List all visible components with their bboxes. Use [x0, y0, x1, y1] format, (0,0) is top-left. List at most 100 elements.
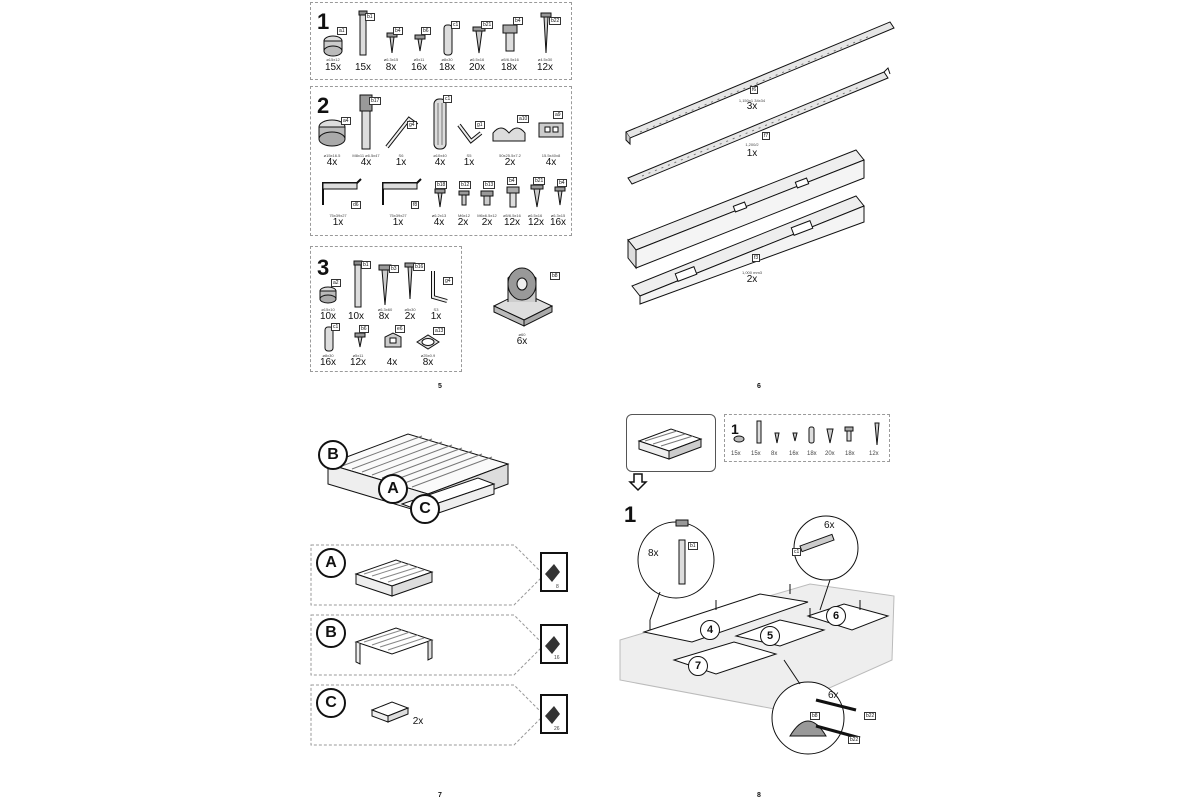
dowel-icon: [324, 326, 334, 352]
part-tag: f8: [411, 201, 420, 209]
context-box: [626, 414, 716, 472]
part-tag: g4: [443, 277, 453, 285]
callout-qty: 8x: [648, 548, 659, 559]
callout-qty: 6x: [828, 690, 839, 701]
page-ref: 16: [554, 655, 560, 661]
part-tag: b3: [389, 265, 399, 273]
part-qty: 1x: [392, 217, 404, 228]
part-tag: b8: [550, 272, 560, 280]
bracket-icon: [492, 127, 526, 142]
cam-lock-icon: [323, 35, 343, 57]
part-dim: ø4.5x30: [537, 57, 553, 62]
part-dim: 15.5x40x8: [541, 153, 561, 158]
angle-bracket-icon: [382, 178, 422, 205]
part-dim: 75x39x27: [389, 213, 407, 218]
part-qty: 15x: [354, 62, 372, 73]
angle-rail-icon: [627, 67, 891, 185]
part-dim: M8x11 ø6.5x47: [352, 153, 380, 158]
part-dim: S6: [398, 153, 404, 158]
part-qty: 18x: [500, 62, 518, 73]
part-tag: g1: [475, 121, 485, 129]
part-qty: 16x: [319, 357, 337, 368]
hardware-panel-2: 2 a4 ø15x16.5 4x b17 M8x11 ø6.5x47 4x g4…: [310, 86, 572, 236]
part-qty: 20x: [468, 62, 486, 73]
part-dim: ø5/6.5x16: [503, 213, 521, 218]
bed-frame-icon: [354, 559, 434, 597]
part-qty: 2x: [457, 217, 469, 228]
angle-rail-icon: [625, 21, 895, 146]
part-dim: S5: [466, 153, 472, 158]
option-qty: 2x: [412, 716, 424, 727]
step-number: 2: [317, 93, 330, 118]
part-qty: 1x: [430, 311, 442, 322]
part-tag: d6: [351, 201, 361, 209]
allen-key-icon: [385, 116, 419, 149]
screw-icon: [458, 190, 470, 206]
hardware-panel-1: 1 a1 ø15x12 15x b1 15x b4 ø6.3x15 8x b6 …: [310, 2, 572, 80]
bracket-connector-icon: [384, 332, 402, 348]
caster-wheel-icon: [492, 267, 554, 327]
part-dim: 1,000 mm3: [741, 270, 762, 275]
part-qty: 2x: [504, 157, 516, 168]
part-qty: 2x: [481, 217, 493, 228]
page-ref-icon: [540, 694, 568, 734]
step-number: 1: [624, 502, 637, 527]
part-qty: 8x: [385, 62, 397, 73]
part-qty: 4x: [433, 217, 445, 228]
mini-qty: 8x: [771, 451, 778, 457]
option-arrow-panel: [310, 684, 545, 746]
part-qty: 12x: [503, 217, 521, 228]
part-qty: 2x: [746, 274, 758, 285]
long-screw-icon: [540, 12, 552, 54]
part-tag: b22: [848, 736, 861, 744]
part-dim: ø15x10: [321, 307, 335, 312]
part-qty: 2x: [404, 311, 416, 322]
bolt-icon: [358, 10, 368, 56]
callout-a: A: [378, 474, 408, 504]
screw-icon: [472, 26, 486, 54]
part-dim: 1,200/2: [745, 142, 759, 147]
part-tag: a13: [433, 327, 446, 335]
part-tag: a2: [331, 279, 341, 287]
screw-icon: [414, 34, 426, 52]
part-tag: c1: [443, 95, 453, 103]
part-tag: c1: [792, 548, 802, 556]
part-qty: 1x: [463, 157, 475, 168]
step-number: 3: [317, 255, 330, 280]
page-ref: 26: [554, 726, 560, 732]
arrow-down-icon: [628, 473, 648, 492]
part-dim: ø5x30: [404, 307, 416, 312]
bed-frame-icon: [354, 627, 434, 665]
part-tag: b6: [421, 27, 431, 35]
part-dim: 75x39x27: [329, 213, 347, 218]
insert-icon: [506, 186, 520, 208]
part-qty: 16x: [549, 217, 567, 228]
part-tag: b4: [393, 27, 403, 35]
screw-icon: [386, 32, 398, 54]
mini-hardware-panel: 1 15x 15x 8x 16x 18x 20x 18x 12x: [724, 414, 890, 462]
part-qty: 4x: [360, 157, 372, 168]
screw-icon: [434, 188, 446, 208]
part-tag: b21: [481, 21, 494, 29]
part-tag: b1: [361, 261, 371, 269]
page-number: 6: [757, 383, 761, 390]
part-dim: ø6.2x13: [431, 213, 447, 218]
callout-b: B: [318, 440, 348, 470]
page-number: 5: [438, 383, 442, 390]
part-qty: 4x: [545, 157, 557, 168]
mini-qty: 12x: [869, 451, 879, 457]
part-dim: ø6.3x60: [377, 307, 393, 312]
option-arrow-panel: [310, 544, 545, 606]
part-qty: 8x: [378, 311, 390, 322]
cam-lock-icon: [318, 119, 346, 147]
part-tag: c1: [451, 21, 461, 29]
page-number: 8: [757, 792, 761, 799]
part-qty: 1x: [746, 148, 758, 159]
part-tag: a4: [341, 117, 351, 125]
clip-icon: [538, 122, 564, 138]
part-tag: g4: [407, 121, 417, 129]
dowel-icon: [433, 98, 447, 150]
step-number: 1: [317, 9, 330, 34]
part-qty: 8x: [422, 357, 434, 368]
part-dim: ø6.3x15: [550, 213, 566, 218]
